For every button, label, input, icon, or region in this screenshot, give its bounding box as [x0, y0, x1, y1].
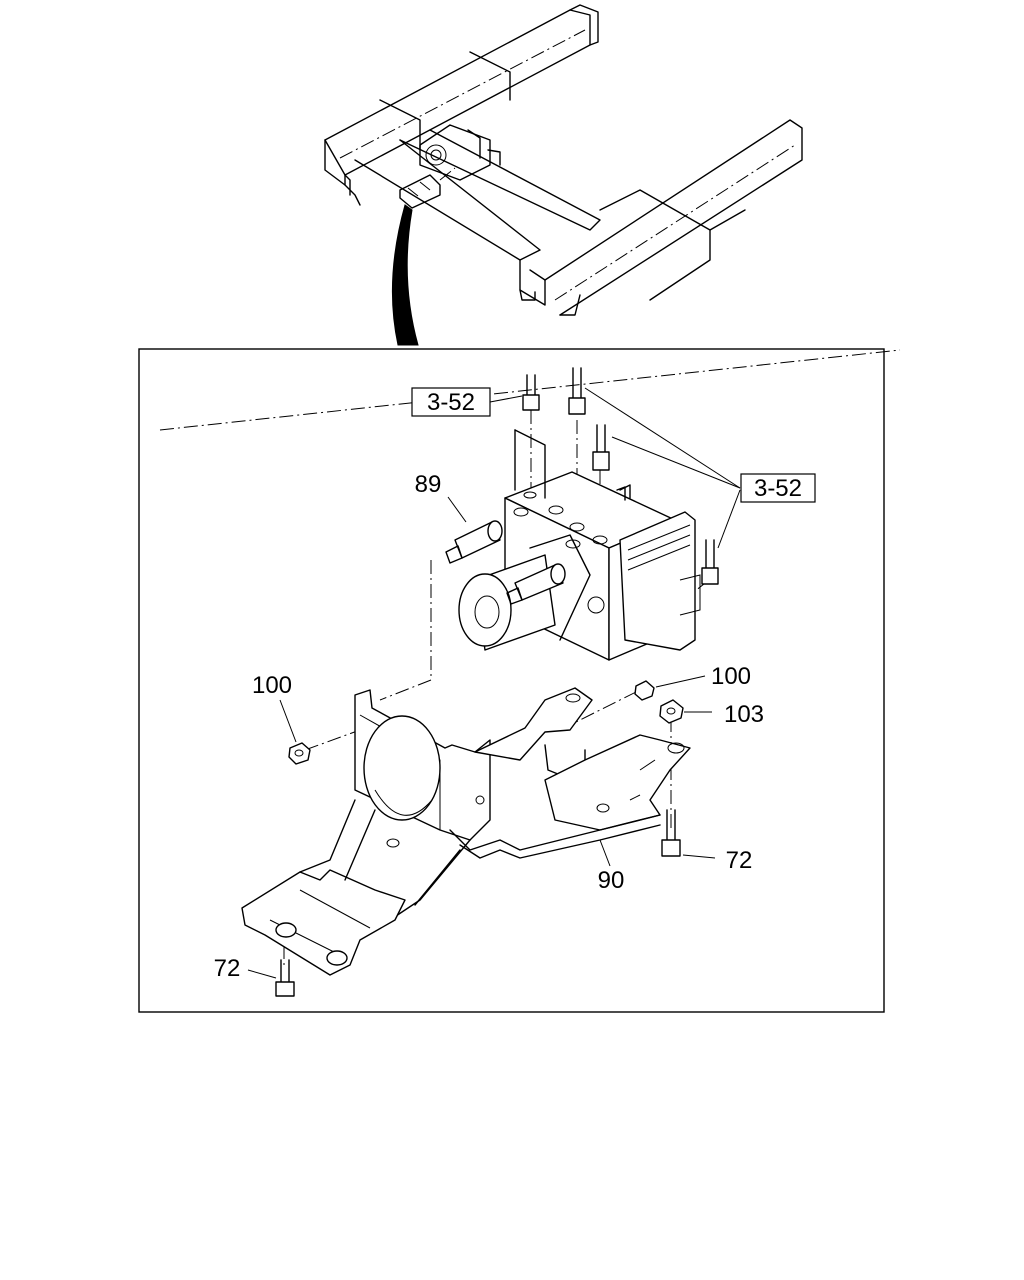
callout-89: 89: [415, 471, 442, 498]
callout-103: 103: [724, 701, 764, 728]
callout-100-left: 100: [252, 672, 292, 699]
assembly-guide-lines: [159, 349, 901, 965]
bolt-72-left: [275, 959, 295, 997]
callout-72-right: 72: [726, 847, 753, 874]
bracket: [241, 687, 691, 976]
chassis-frame-overview: [324, 4, 803, 316]
callout-100-right: 100: [711, 663, 751, 690]
callout-ref-right: 3-52: [740, 473, 816, 503]
flange-nut-103: [659, 699, 684, 724]
detail-frame: [138, 348, 885, 1013]
leader-lines: [247, 387, 741, 979]
bolt-72-right: [661, 809, 681, 857]
callout-90: 90: [598, 867, 625, 894]
callout-72-left: 72: [214, 955, 241, 982]
nut-100-left: [288, 742, 311, 765]
callout-ref-right-label: 3-52: [754, 475, 802, 502]
callout-ref-top-label: 3-52: [427, 389, 475, 416]
callout-ref-top: 3-52: [411, 387, 491, 417]
mounting-bolts-3-52: [522, 367, 719, 585]
detail-pointer-arrow: [391, 204, 419, 346]
nut-100-right: [634, 680, 655, 701]
abs-hydraulic-unit: [445, 429, 701, 661]
